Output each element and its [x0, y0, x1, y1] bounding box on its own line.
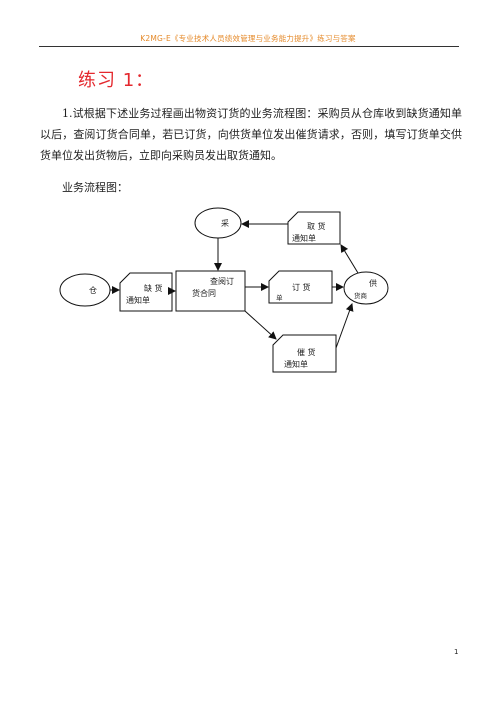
shortage-notice-line1: 缺 货: [144, 283, 163, 293]
check-contract-line2: 货合同: [192, 288, 216, 298]
pickup-notice-line1: 取 货: [307, 221, 326, 231]
pickup-notice-doc: [287, 211, 341, 245]
pickup-notice-line2: 通知单: [292, 233, 316, 243]
warehouse-entity: [59, 273, 111, 307]
order-form-line2: 单: [276, 293, 283, 302]
buyer-label: 采: [221, 218, 229, 228]
warehouse-label: 仓: [89, 285, 97, 295]
arrow-urge-to-supplier: [335, 303, 354, 349]
urge-notice-doc: [272, 334, 337, 373]
exercise-title: 练习 1：: [78, 70, 155, 91]
urge-notice-line2: 通知单: [284, 359, 308, 369]
page-header: K2MG-E《专业技术人员绩效管理与业务能力提升》练习与答案: [140, 34, 356, 43]
flowchart-label: 业务流程图：: [62, 181, 128, 194]
question-paragraph: 1.试根据下述业务过程画出物资订货的业务流程图：采购员从仓库收到缺货通知单以后，…: [40, 103, 462, 166]
order-form-line1: 订 货: [292, 282, 311, 292]
shortage-notice-line2: 通知单: [126, 295, 150, 305]
supplier-label-line2: 货商: [354, 291, 368, 300]
check-contract-process: [175, 270, 246, 312]
check-contract-line1: 查阅订: [210, 276, 234, 286]
arrow-check-to-urge: [244, 310, 277, 340]
buyer-entity: [194, 207, 242, 239]
supplier-entity: [343, 271, 389, 305]
header-divider: [39, 46, 459, 47]
page-number: 1: [454, 648, 459, 656]
question-text: 1.试根据下述业务过程画出物资订货的业务流程图：采购员从仓库收到缺货通知单以后，…: [40, 107, 462, 162]
arrow-supplier-to-pickup: [340, 244, 359, 274]
urge-notice-line1: 催 货: [297, 347, 316, 357]
supplier-label-line1: 供: [369, 278, 377, 288]
